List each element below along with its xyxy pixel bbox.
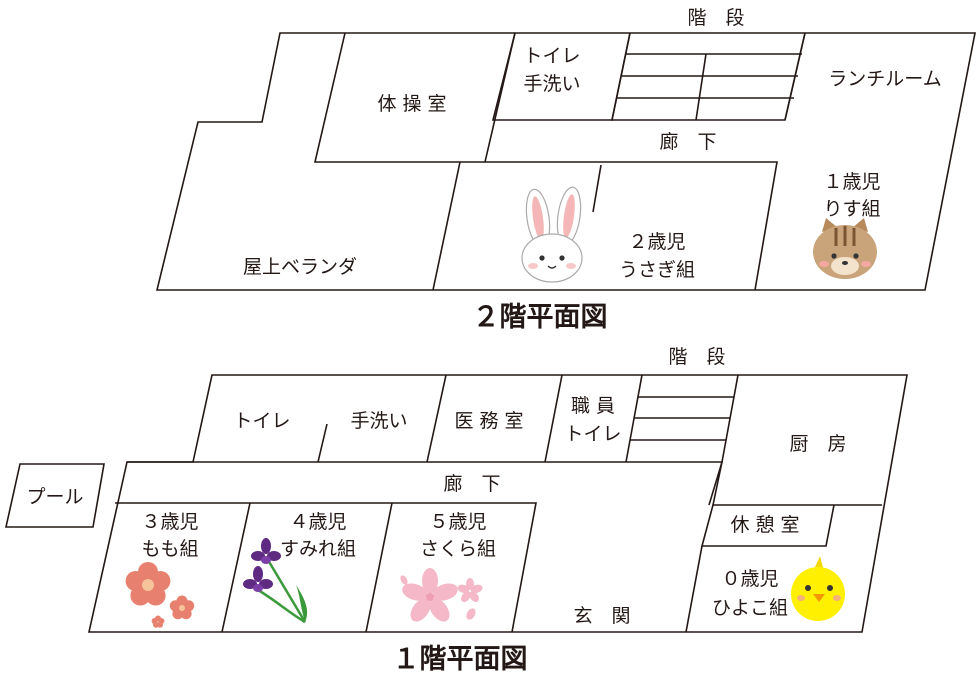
label-sakura-age: ５歳児 xyxy=(429,511,486,533)
label-washroom: 手洗い xyxy=(523,73,580,95)
label-entrance: 玄 関 xyxy=(573,605,630,627)
label-momo-name: もも組 xyxy=(141,538,198,560)
label-staff-toilet-2: トイレ xyxy=(564,423,621,445)
label-stairs-1f: 階 段 xyxy=(668,346,725,368)
squirrel-icon xyxy=(813,218,877,279)
floor-2-outline xyxy=(155,32,976,291)
label-staff-toilet-1: 職 員 xyxy=(571,395,615,417)
label-usagi-age: ２歳児 xyxy=(628,231,685,253)
stairs-steps-1f xyxy=(630,396,734,441)
room-lounge xyxy=(700,504,835,547)
label-gym: 体 操 室 xyxy=(377,93,446,115)
room-pool xyxy=(5,463,105,528)
label-toilet: トイレ xyxy=(523,45,580,67)
usagi-door xyxy=(592,164,602,213)
label-lounge: 休 憩 室 xyxy=(730,514,799,536)
floor-2-title: ２階平面図 xyxy=(473,302,608,333)
label-sakura-name: さくら組 xyxy=(420,538,496,560)
label-washroom-1f: 手洗い xyxy=(350,410,407,432)
plum-blossom-icon xyxy=(125,562,195,628)
chick-icon xyxy=(791,556,845,621)
label-hiyoko-age: ０歳児 xyxy=(721,568,778,590)
top-rooms-wall xyxy=(426,374,739,463)
label-hiyoko-name: ひよこ組 xyxy=(712,597,788,619)
cherry-blossom-icon xyxy=(400,568,483,622)
label-usagi-name: うさぎ組 xyxy=(619,259,695,281)
room-hiyoko xyxy=(685,545,703,633)
rabbit-icon xyxy=(521,186,583,283)
violet-flower-icon xyxy=(243,538,308,624)
floor-1-plan: プール トイレ 手洗い 医 務 室 職 員 トイレ 階 段 厨 房 廊 下 ３歳… xyxy=(5,346,908,675)
label-stairs: 階 段 xyxy=(687,7,744,29)
room-lunchroom xyxy=(784,32,806,121)
toilet-divider xyxy=(317,423,328,463)
label-veranda: 屋上ベランダ xyxy=(243,256,357,278)
label-toilet-1f: トイレ xyxy=(233,410,290,432)
label-sumire-name: すみれ組 xyxy=(280,538,356,560)
label-pool: プール xyxy=(26,486,83,508)
label-momo-age: ３歳児 xyxy=(141,511,198,533)
stairs-steps xyxy=(617,53,802,121)
room-kitchen xyxy=(712,461,882,506)
label-risu-age: １歳児 xyxy=(823,171,880,193)
floor-1-title: １階平面図 xyxy=(393,644,528,675)
label-corridor-1f: 廊 下 xyxy=(443,473,500,495)
label-corridor: 廊 下 xyxy=(659,131,716,153)
corridor-wall xyxy=(432,161,778,291)
label-medical: 医 務 室 xyxy=(454,410,523,432)
floor-2-plan: 体 操 室 トイレ 手洗い 階 段 ランチルーム 廊 下 屋上ベランダ ２歳児 … xyxy=(155,7,976,333)
classroom-dividers xyxy=(221,502,393,633)
room-gym xyxy=(313,32,516,163)
label-risu-name: りす組 xyxy=(823,198,880,220)
label-lunchroom: ランチルーム xyxy=(828,68,941,90)
label-kitchen: 厨 房 xyxy=(789,433,846,455)
label-sumire-age: ４歳児 xyxy=(289,511,346,533)
